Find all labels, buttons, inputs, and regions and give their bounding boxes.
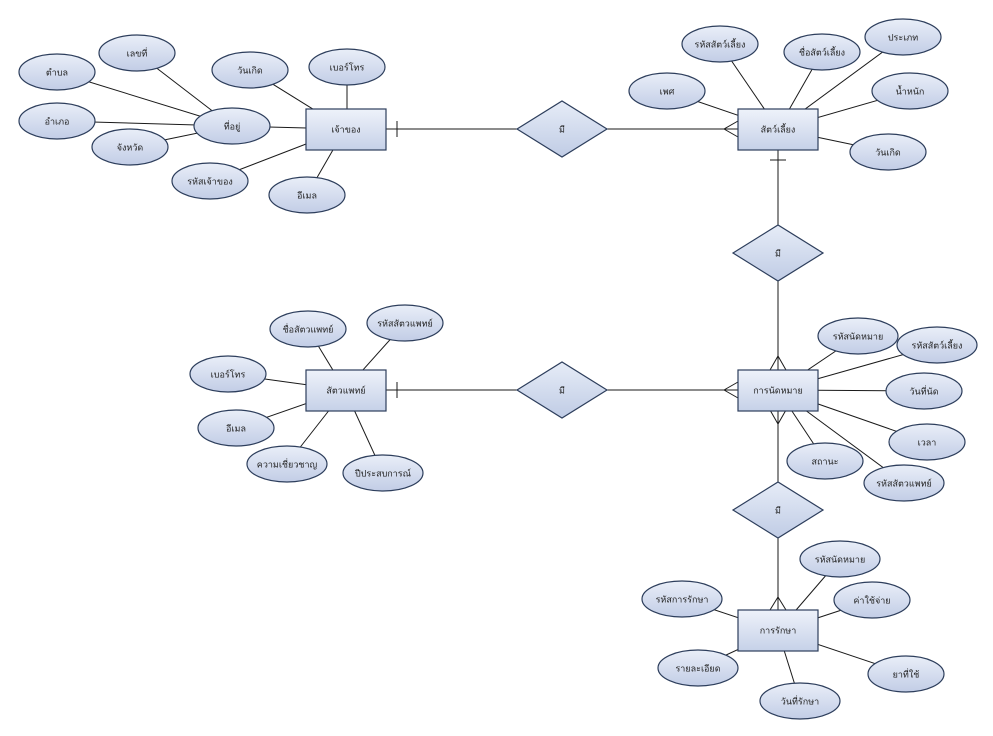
attribute-label: รหัสสัตวแพทย์: [876, 478, 932, 490]
attribute-label: อีเมล: [226, 424, 246, 435]
attribute-label: รหัสนัดหมาย: [833, 333, 883, 343]
attribute-vet-id[interactable]: รหัสสัตวแพทย์: [366, 304, 444, 342]
attribute-label: วันที่นัด: [909, 385, 938, 398]
attribute-label: วันเกิด: [875, 148, 901, 159]
attribute-appointment-id[interactable]: รหัสนัดหมาย: [817, 317, 899, 355]
attribute-label: น้ำหนัก: [896, 85, 925, 98]
relationship-appointment-treatment[interactable]: มี: [731, 481, 825, 539]
relationship-label: มี: [775, 249, 781, 260]
entity-label: สัตวแพทย์: [326, 385, 365, 397]
attribute-label: สถานะ: [812, 458, 839, 468]
entity-label: สัตว์เลี้ยง: [761, 123, 796, 136]
attribute-label: อำเภอ: [45, 117, 70, 128]
entity-label: เจ้าของ: [331, 125, 360, 136]
attribute-label: รหัสการรักษา: [656, 596, 709, 606]
attribute-label: ความเชี่ยวชาญ: [257, 458, 318, 471]
attribute-appointment-time[interactable]: เวลา: [888, 423, 966, 461]
attribute-label: ปีประสบการณ์: [355, 468, 411, 480]
attribute-label: รหัสสัตว์เลี้ยง: [912, 339, 963, 352]
attribute-treatment-date[interactable]: วันที่รักษา: [759, 682, 841, 720]
attribute-owner-amphoe[interactable]: อำเภอ: [18, 102, 96, 140]
attribute-label: ประเภท: [888, 34, 918, 44]
entity-label: การนัดหมาย: [753, 387, 803, 397]
attribute-label: เลขที่: [127, 47, 148, 60]
attribute-vet-phone[interactable]: เบอร์โทร: [189, 355, 267, 393]
relationship-label: มี: [559, 125, 565, 136]
attribute-label: เบอร์โทร: [330, 62, 365, 74]
attribute-appointment-pet-id[interactable]: รหัสสัตว์เลี้ยง: [896, 326, 978, 364]
attribute-owner-address[interactable]: ที่อยู่: [193, 107, 271, 145]
attribute-vet-expertise[interactable]: ความเชี่ยวชาญ: [246, 445, 328, 483]
relationship-owner-pet[interactable]: มี: [515, 100, 609, 158]
attribute-label: จังหวัด: [117, 144, 144, 154]
attribute-owner-house-no[interactable]: เลขที่: [98, 34, 176, 72]
entity-treatment[interactable]: การรักษา: [737, 609, 819, 652]
entity-pet[interactable]: สัตว์เลี้ยง: [737, 108, 819, 151]
attribute-owner-id[interactable]: รหัสเจ้าของ: [171, 162, 249, 200]
relationship-vet-appointment[interactable]: มี: [515, 361, 609, 419]
entity-appointment[interactable]: การนัดหมาย: [737, 369, 819, 412]
attribute-label: ตำบล: [46, 68, 68, 79]
attribute-vet-experience[interactable]: ปีประสบการณ์: [342, 454, 424, 492]
attribute-appointment-vet-id[interactable]: รหัสสัตวแพทย์: [863, 464, 945, 502]
attribute-owner-email[interactable]: อีเมล: [268, 176, 346, 214]
attribute-label: รหัสสัตว์เลี้ยง: [695, 38, 746, 51]
relationship-connectors: [386, 120, 787, 611]
attribute-pet-name[interactable]: ชื่อสัตว์เลี้ยง: [783, 33, 861, 71]
attribute-label: เวลา: [918, 439, 937, 449]
attribute-appointment-status[interactable]: สถานะ: [786, 442, 864, 480]
attribute-appointment-date[interactable]: วันที่นัด: [885, 372, 963, 410]
attribute-pet-weight[interactable]: น้ำหนัก: [871, 72, 949, 110]
relationship-label: มี: [559, 386, 565, 397]
attribute-treatment-medicine[interactable]: ยาที่ใช้: [867, 655, 945, 693]
attribute-treatment-appt-id[interactable]: รหัสนัดหมาย: [799, 540, 881, 578]
attribute-treatment-id[interactable]: รหัสการรักษา: [641, 580, 723, 618]
attribute-treatment-cost[interactable]: ค่าใช้จ่าย: [833, 581, 911, 619]
attribute-pet-birthday[interactable]: วันเกิด: [849, 133, 927, 171]
attribute-pet-id[interactable]: รหัสสัตว์เลี้ยง: [681, 25, 759, 63]
attribute-vet-name[interactable]: ชื่อสัตวแพทย์: [269, 310, 347, 348]
attribute-label: ที่อยู่: [224, 120, 241, 133]
relationship-pet-appointment[interactable]: มี: [731, 224, 825, 282]
attribute-owner-province[interactable]: จังหวัด: [91, 128, 169, 166]
attribute-owner-birthday[interactable]: วันเกิด: [211, 51, 289, 89]
attribute-label: ชื่อสัตว์เลี้ยง: [799, 46, 845, 59]
entity-owner[interactable]: เจ้าของ: [305, 108, 387, 151]
attribute-pet-type[interactable]: ประเภท: [864, 18, 942, 56]
attribute-label: เบอร์โทร: [211, 369, 246, 381]
attribute-label: อีเมล: [297, 191, 317, 202]
attribute-label: ยาที่ใช้: [893, 668, 920, 681]
attribute-pet-sex[interactable]: เพศ: [628, 72, 706, 110]
entity-vet[interactable]: สัตวแพทย์: [305, 369, 387, 412]
attribute-label: วันที่รักษา: [781, 695, 819, 708]
entity-label: การรักษา: [760, 627, 797, 637]
attribute-label: วันเกิด: [237, 66, 263, 77]
attribute-label: ค่าใช้จ่าย: [853, 596, 890, 607]
attribute-owner-phone[interactable]: เบอร์โทร: [308, 48, 386, 86]
attribute-label: รหัสนัดหมาย: [815, 556, 865, 566]
attribute-owner-tambon[interactable]: ตำบล: [18, 53, 96, 91]
attribute-label: รหัสสัตวแพทย์: [377, 318, 433, 330]
attribute-treatment-details[interactable]: รายละเอียด: [657, 649, 739, 687]
attribute-vet-email[interactable]: อีเมล: [197, 409, 275, 447]
attribute-label: รายละเอียด: [675, 664, 720, 675]
relationship-label: มี: [775, 506, 781, 517]
attribute-label: รหัสเจ้าของ: [187, 177, 233, 188]
attribute-label: ชื่อสัตวแพทย์: [283, 323, 334, 336]
attribute-label: เพศ: [660, 88, 675, 98]
